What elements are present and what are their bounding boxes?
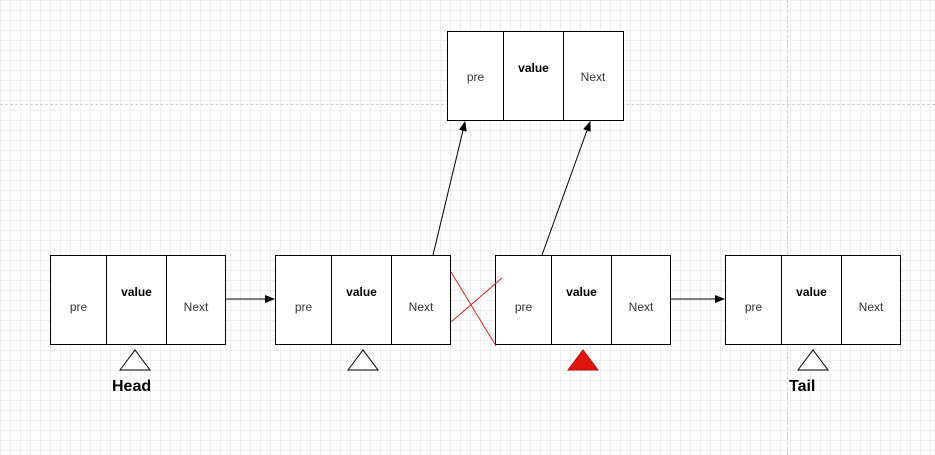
head-label: Head	[112, 378, 152, 395]
node-inserted-pre: pre	[466, 70, 485, 84]
tail-marker-icon	[797, 349, 829, 371]
node-tail-value: value	[781, 256, 841, 344]
current-marker-icon	[567, 349, 599, 371]
arrow-current-to-inserted	[541, 121, 591, 256]
node-second-pre: pre	[294, 300, 313, 314]
arrow-second-to-inserted	[432, 121, 467, 256]
node-tail-next: Next	[841, 256, 900, 344]
node-second-next: Next	[391, 256, 450, 344]
node-tail-pre: pre	[744, 300, 763, 314]
node-second: pre value Next	[275, 255, 451, 345]
node-inserted-value: value	[503, 32, 563, 120]
node-inserted-next: Next	[563, 32, 622, 120]
tail-label: Tail	[789, 378, 816, 395]
node-head-pre: pre	[69, 300, 88, 314]
node-current-next: Next	[611, 256, 670, 344]
node-current-value: value	[551, 256, 611, 344]
node-head-value: value	[106, 256, 166, 344]
node-head: pre value Next	[50, 255, 226, 345]
node-second-value: value	[331, 256, 391, 344]
node-current: pre value Next	[495, 255, 671, 345]
node-head-next: Next	[166, 256, 225, 344]
vertical-guide	[787, 0, 788, 455]
head-marker-icon	[119, 349, 151, 371]
node-current-pre: pre	[514, 300, 533, 314]
node-tail: pre value Next	[725, 255, 901, 345]
second-marker-icon	[347, 349, 379, 371]
node-inserted: pre value Next	[447, 31, 624, 121]
